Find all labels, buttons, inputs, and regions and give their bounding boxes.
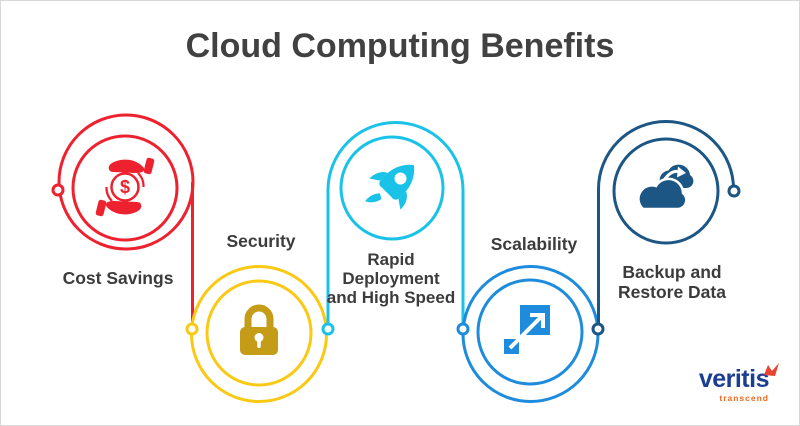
benefit-label-rapid-deployment: Rapid Deployment and High Speed: [326, 250, 456, 308]
connector-dot: [456, 322, 470, 336]
benefit-label-security: Security: [226, 231, 296, 251]
page-title: Cloud Computing Benefits: [185, 27, 615, 65]
backup-circle: [612, 137, 720, 245]
benefit-label-backup: Backup and Restore Data: [618, 262, 726, 302]
connector-dot: [51, 183, 65, 197]
benefit-node-backup: [606, 131, 726, 251]
rocket-icon: [365, 164, 415, 210]
security-circle: [205, 279, 313, 387]
cloud-backup-icon: [637, 164, 694, 211]
connector-dot: [591, 322, 605, 336]
padlock-icon: [240, 304, 278, 355]
benefit-node-rapid-deployment: [332, 128, 452, 248]
rapid-deployment-circle: [339, 135, 445, 241]
benefit-node-security: [199, 273, 319, 393]
benefit-label-cost-savings: Cost Savings: [62, 268, 174, 288]
veritis-logo: veritis transcend: [693, 363, 779, 403]
veritis-logo-mark-icon: [764, 363, 779, 376]
scalability-circle: [476, 278, 584, 386]
connector-dot: [321, 322, 335, 336]
hand-dollar-icon: $: [95, 157, 155, 217]
svg-text:$: $: [120, 177, 130, 197]
benefit-label-scalability: Scalability: [490, 234, 578, 254]
brand-tagline: transcend: [719, 393, 769, 403]
connector-dot: [727, 184, 741, 198]
expand-arrows-icon: [504, 305, 550, 354]
cost-savings-circle: $: [71, 134, 179, 242]
brand-name: veritis: [698, 365, 770, 393]
benefit-node-scalability: [470, 272, 590, 392]
benefit-node-cost-savings: $: [65, 128, 185, 248]
connector-dot: [185, 322, 199, 336]
